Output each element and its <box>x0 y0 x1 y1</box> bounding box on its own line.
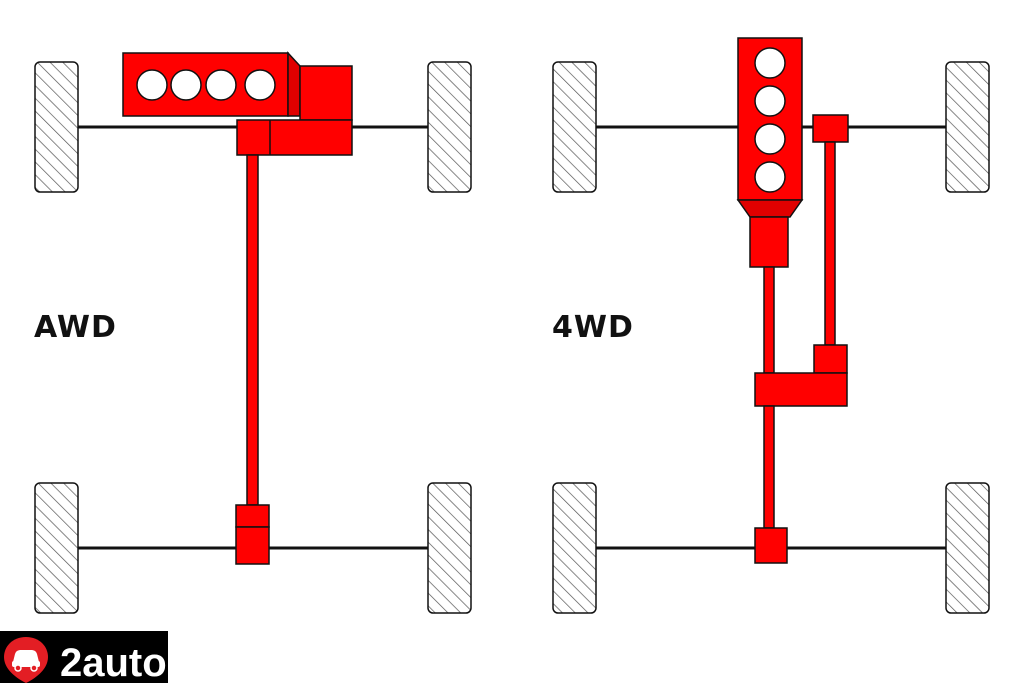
awd-engine <box>122 51 301 117</box>
awd-front-left-wheel <box>34 61 79 193</box>
4wd-label: 4WD <box>552 310 634 345</box>
awd-layout: AWD <box>34 51 472 614</box>
brand-logo: 2auto <box>0 631 168 683</box>
awd-label: AWD <box>34 310 117 345</box>
4wd-engine <box>736 37 804 218</box>
car-icon <box>4 637 48 683</box>
4wd-transfer-case <box>754 344 848 407</box>
awd-rear-right-wheel <box>427 482 472 614</box>
awd-front-right-wheel <box>427 61 472 193</box>
4wd-main-driveshaft-upper <box>763 266 775 374</box>
awd-rear-differential <box>235 504 270 565</box>
awd-rear-left-wheel <box>34 482 79 614</box>
awd-driveshaft <box>246 154 259 506</box>
4wd-front-driveshaft <box>824 141 836 346</box>
4wd-front-differential <box>812 114 849 143</box>
4wd-rear-left-wheel <box>552 482 597 614</box>
awd-front-differential <box>236 119 353 156</box>
4wd-front-left-wheel <box>552 61 597 193</box>
4wd-rear-driveshaft <box>763 405 775 529</box>
4wd-rear-right-wheel <box>945 482 990 614</box>
4wd-front-right-wheel <box>945 61 990 193</box>
4wd-gearbox <box>749 216 789 268</box>
4wd-rear-differential <box>754 527 788 564</box>
4wd-layout: 4WD <box>552 37 990 614</box>
awd-gearbox <box>299 65 353 121</box>
brand-name: 2auto <box>60 641 167 683</box>
